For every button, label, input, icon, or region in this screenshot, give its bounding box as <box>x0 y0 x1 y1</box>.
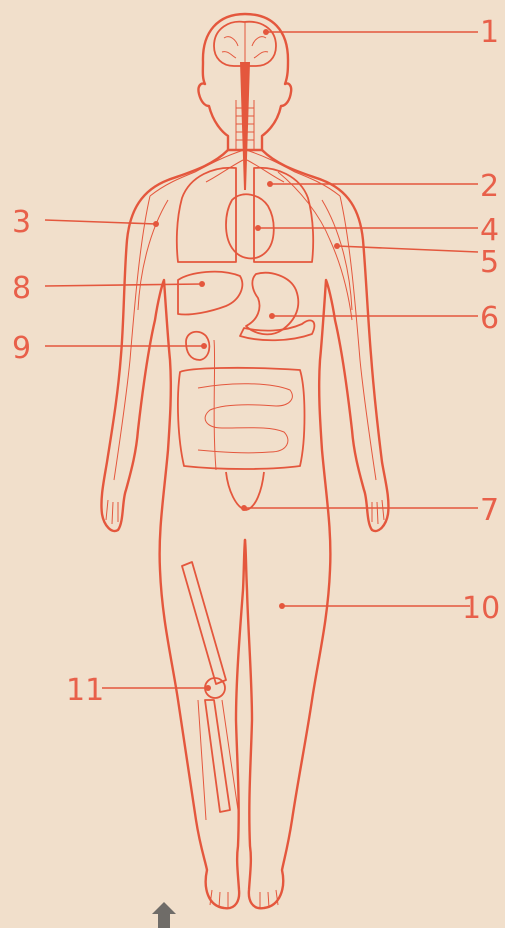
label-4: 4 <box>480 213 499 248</box>
nervous-system <box>114 22 376 480</box>
label-11: 11 <box>66 673 104 708</box>
label-1: 1 <box>480 15 499 50</box>
label-8: 8 <box>12 271 31 306</box>
up-arrow-icon <box>152 902 176 928</box>
label-6: 6 <box>480 301 499 336</box>
label-2: 2 <box>480 169 499 204</box>
label-7: 7 <box>480 493 499 528</box>
callouts: 1 2 3 4 5 6 7 8 9 10 11 <box>12 15 500 708</box>
abdominal-organs <box>178 272 314 510</box>
label-10: 10 <box>462 591 500 626</box>
label-5: 5 <box>480 245 499 280</box>
label-9: 9 <box>12 331 31 366</box>
label-3: 3 <box>12 205 31 240</box>
